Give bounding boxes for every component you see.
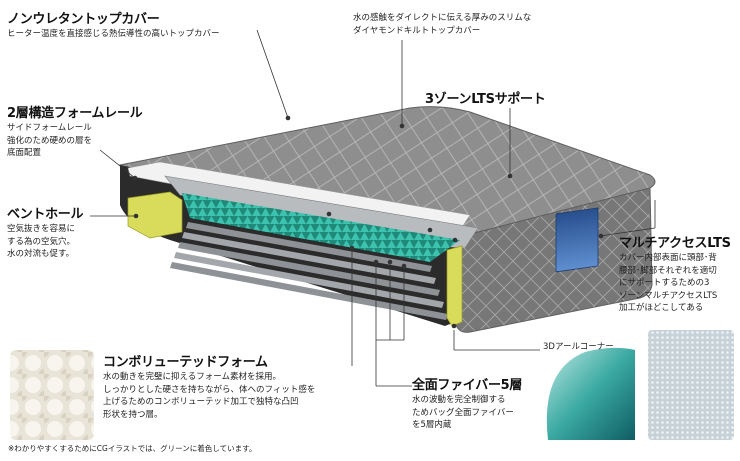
label-vent-hole-title: ベントホール — [7, 207, 84, 222]
multi-access-image — [648, 330, 734, 440]
label-corner-3d-title: 3Dアールコーナー — [543, 342, 614, 352]
label-fiber-layer-desc-1: 水の波動を完全制御する — [412, 395, 506, 405]
label-lts-support: 3ゾーンLTSサポート — [425, 92, 546, 108]
label-foam-rail-desc-2: 強化のため硬めの層を — [7, 135, 93, 146]
label-lts-support-title: 3ゾーンLTSサポート — [425, 92, 546, 107]
label-multi-access-title: マルチアクセスLTS — [619, 236, 731, 251]
footnote: ※わかりやすくするためにCGイラストでは、グリーンに着色しています。 — [8, 444, 257, 453]
label-foam-rail: 2層構造フォームレール サイドフォームレール 強化のため硬めの層を 底面配置 — [7, 106, 143, 160]
label-corner-3d: 3Dアールコーナー — [543, 341, 614, 354]
convoluted-foam-layer — [182, 193, 460, 262]
foam-sample-image — [10, 350, 94, 440]
leader-lines — [90, 29, 656, 387]
label-top-cover-title: ノンウレタントップカバー — [7, 12, 160, 27]
label-fiber-layer: 全面ファイバー5層 水の波動を完全制御する ためバッグ全面ファイバー を5層内蔵 — [412, 378, 522, 432]
label-diamond-quilt: 水の感触をダイレクトに伝える厚みのスリムな ダイヤモンドキルトトップカバー — [353, 12, 531, 37]
label-convoluted-foam-desc-1: 水の動きを完璧に抑えるフォーム素材を採用。 — [103, 372, 281, 382]
label-foam-rail-desc-3: 底面配置 — [7, 148, 42, 158]
label-convoluted-foam-title: コンボリューテッドフォーム — [103, 355, 268, 370]
fiber-layers — [170, 222, 448, 320]
label-top-cover-desc: ヒーター温度を直接感じる熱伝導性の高いトップカバー — [7, 29, 220, 39]
label-vent-hole: ベントホール 空気抜きを容易に する為の空気穴。 水の対流も促す。 — [7, 207, 84, 261]
label-diamond-quilt-desc-2: ダイヤモンドキルトトップカバー — [353, 25, 481, 36]
label-multi-access-desc-2: 腰部･脚部それぞれを適切 — [619, 265, 717, 276]
label-multi-access-desc-1: カバー内部表面に頭部･背 — [619, 253, 717, 263]
foam-rail-right — [446, 245, 463, 327]
label-foam-rail-title: 2層構造フォームレール — [7, 106, 143, 121]
label-convoluted-foam-desc-2: しっかりとした硬さを持ちながら、体へのフィット感を — [103, 384, 316, 395]
label-fiber-layer-title: 全面ファイバー5層 — [412, 378, 523, 393]
label-vent-hole-desc-2: する為の空気穴。 — [7, 236, 76, 247]
brand-label-panel — [555, 207, 599, 273]
label-fiber-layer-desc-2: ためバッグ全面ファイバー — [412, 407, 514, 418]
label-convoluted-foam-desc-4: 形状を持つ層。 — [103, 409, 163, 420]
label-foam-rail-desc-1: サイドフォームレール — [7, 123, 92, 133]
label-multi-access-desc-4: ゾーンマルチアクセスLTS — [619, 290, 718, 301]
label-multi-access-desc-5: 加工がほどこしてある — [619, 303, 704, 313]
label-multi-access-desc-3: にサポートするための3 — [619, 278, 710, 288]
label-vent-hole-desc-3: 水の対流も促す。 — [7, 249, 75, 259]
label-multi-access: マルチアクセスLTS カバー内部表面に頭部･背 腰部･脚部それぞれを適切 にサポ… — [619, 236, 731, 315]
mattress-right-side — [454, 187, 653, 333]
foam-rail-left — [127, 191, 183, 239]
label-vent-hole-desc-1: 空気抜きを容易に — [7, 224, 76, 234]
label-fiber-layer-desc-3: を5層内蔵 — [412, 420, 452, 430]
label-convoluted-foam-desc-3: 上げるためのコンボリューテッド加工で独特な凸凹 — [103, 397, 299, 407]
label-diamond-quilt-desc-1: 水の感触をダイレクトに伝える厚みのスリムな — [353, 13, 532, 23]
label-top-cover: ノンウレタントップカバー ヒーター温度を直接感じる熱伝導性の高いトップカバー — [7, 12, 220, 41]
corner-3d-image — [546, 347, 635, 440]
label-convoluted-foam: コンボリューテッドフォーム 水の動きを完璧に抑えるフォーム素材を採用。 しっかり… — [103, 355, 315, 421]
